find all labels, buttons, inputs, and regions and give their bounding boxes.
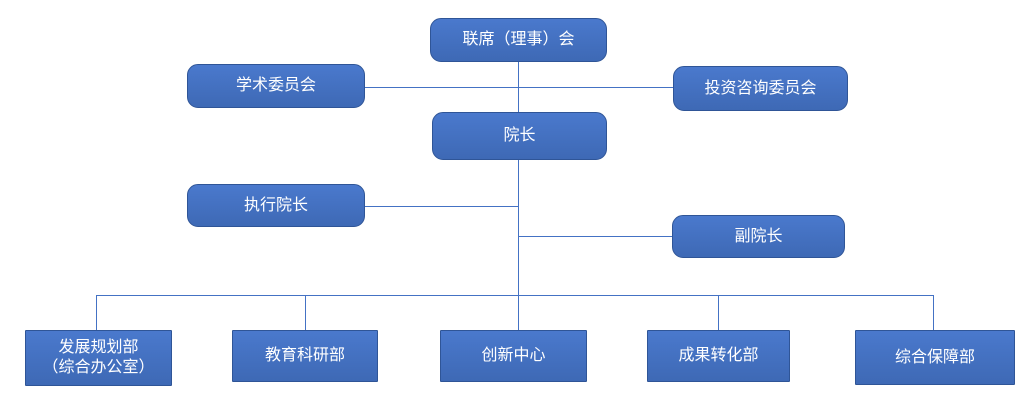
node-development-planning-dept-label-line2: （综合办公室） <box>42 359 155 376</box>
node-development-planning-dept-label-line1: 发展规划部 <box>58 339 139 356</box>
node-joint-council: 联席（理事）会 <box>430 18 607 62</box>
node-academic-committee-label: 学术委员会 <box>235 77 316 94</box>
connector-dean-trunk-vertical <box>518 160 519 330</box>
node-general-support-dept: 综合保障部 <box>855 330 1015 385</box>
connector-executive-dean-branch <box>365 206 518 207</box>
connector-drop-dev-planning <box>96 295 97 330</box>
node-vice-dean-label: 副院长 <box>734 227 783 245</box>
connector-vice-dean-branch <box>518 236 672 237</box>
connector-departments-distribution <box>96 295 934 296</box>
connector-drop-achievement <box>718 295 719 330</box>
node-education-research-dept: 教育科研部 <box>232 330 378 382</box>
node-executive-dean: 执行院长 <box>187 184 365 227</box>
connector-drop-education-research <box>305 295 306 330</box>
connector-drop-general-support <box>933 295 934 330</box>
node-academic-committee: 学术委员会 <box>187 64 365 108</box>
node-investment-advisory-committee: 投资咨询委员会 <box>673 66 848 111</box>
node-dean: 院长 <box>432 112 607 160</box>
node-vice-dean: 副院长 <box>672 215 845 258</box>
node-achievement-transformation-dept: 成果转化部 <box>647 330 790 382</box>
node-innovation-center-label: 创新中心 <box>481 347 546 364</box>
node-achievement-transformation-dept-label: 成果转化部 <box>678 347 759 364</box>
connector-committees-horizontal <box>365 87 673 88</box>
node-general-support-dept-label: 综合保障部 <box>894 348 975 366</box>
node-investment-advisory-committee-label: 投资咨询委员会 <box>704 79 817 97</box>
node-development-planning-dept: 发展规划部 （综合办公室） <box>25 330 172 386</box>
node-education-research-dept-label: 教育科研部 <box>264 347 345 364</box>
node-joint-council-label: 联席（理事）会 <box>462 31 575 48</box>
node-dean-label: 院长 <box>503 127 536 144</box>
node-innovation-center: 创新中心 <box>440 330 587 382</box>
node-executive-dean-label: 执行院长 <box>243 196 308 214</box>
